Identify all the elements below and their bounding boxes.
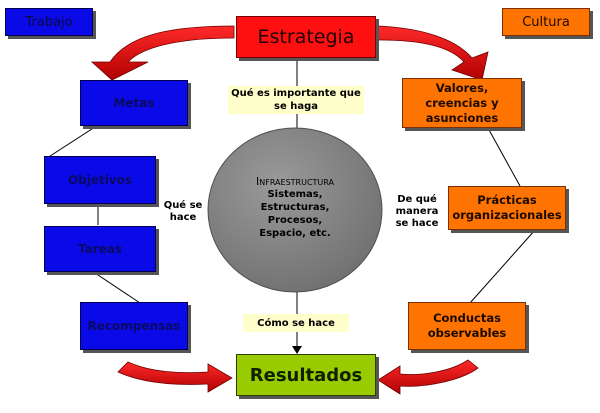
box-metas: Metas xyxy=(80,80,188,126)
arrow-estrategia-to-metas xyxy=(90,25,235,81)
infrastructure-item-estructuras: Estructuras, xyxy=(260,202,330,213)
infrastructure-item-sistemas: Sistemas, xyxy=(267,189,323,200)
note-como-se-hace-text: Cómo se hace xyxy=(257,317,335,329)
note-que-es-importante-text: Qué es importante que se haga xyxy=(231,88,361,112)
connector-metas-objetivos xyxy=(46,126,96,159)
note-que-es-importante: Qué es importante que se haga xyxy=(228,86,364,114)
objetivos-label: Objetivos xyxy=(67,173,133,187)
header-trabajo: Trabajo xyxy=(5,8,93,36)
header-trabajo-label: Trabajo xyxy=(25,14,73,30)
connector-valores-practicas xyxy=(487,127,521,187)
connector-practicas-conductas xyxy=(469,229,536,304)
conductas-label: Conductas observables xyxy=(427,311,507,340)
box-tareas: Tareas xyxy=(44,226,156,272)
header-cultura-label: Cultura xyxy=(522,14,570,30)
valores-label: Valores, creencias y asunciones xyxy=(425,80,499,125)
label-que-se-hace-text: Qué se hace xyxy=(163,200,203,223)
tareas-label: Tareas xyxy=(77,242,123,256)
practicas-label: Prácticas organizacionales xyxy=(452,193,562,222)
label-que-se-hace: Qué se hace xyxy=(160,200,206,224)
label-de-que-manera: De qué manera se hace xyxy=(388,194,446,230)
connector-tareas-recompensas xyxy=(94,272,141,304)
box-practicas: Prácticas organizacionales xyxy=(448,186,566,230)
note-como-se-hace: Cómo se hace xyxy=(243,314,349,332)
box-valores: Valores, creencias y asunciones xyxy=(402,78,522,128)
arrowhead-to-resultados xyxy=(292,346,302,354)
recompensas-label: Recompensas xyxy=(87,319,181,333)
header-cultura: Cultura xyxy=(502,8,590,36)
label-de-que-manera-text: De qué manera se hace xyxy=(395,194,439,229)
results-label: Resultados xyxy=(249,364,363,386)
infrastructure-text: Infraestructura Sistemas, Estructuras, P… xyxy=(205,175,385,240)
infrastructure-item-procesos: Procesos, xyxy=(267,215,323,226)
arrow-estrategia-to-valores xyxy=(377,25,489,81)
strategy-box: Estrategia xyxy=(236,16,376,58)
infrastructure-circle xyxy=(207,127,383,293)
box-objetivos: Objetivos xyxy=(44,156,156,204)
arrow-conductas-to-resultados xyxy=(377,359,479,395)
infrastructure-title: Infraestructura xyxy=(255,175,334,188)
box-conductas: Conductas observables xyxy=(408,302,526,350)
metas-label: Metas xyxy=(113,96,155,110)
infrastructure-item-espacio: Espacio, etc. xyxy=(259,228,331,239)
strategy-label: Estrategia xyxy=(257,26,355,48)
box-recompensas: Recompensas xyxy=(80,302,188,350)
arrow-recompensas-to-resultados xyxy=(117,361,233,393)
results-box: Resultados xyxy=(236,354,376,396)
